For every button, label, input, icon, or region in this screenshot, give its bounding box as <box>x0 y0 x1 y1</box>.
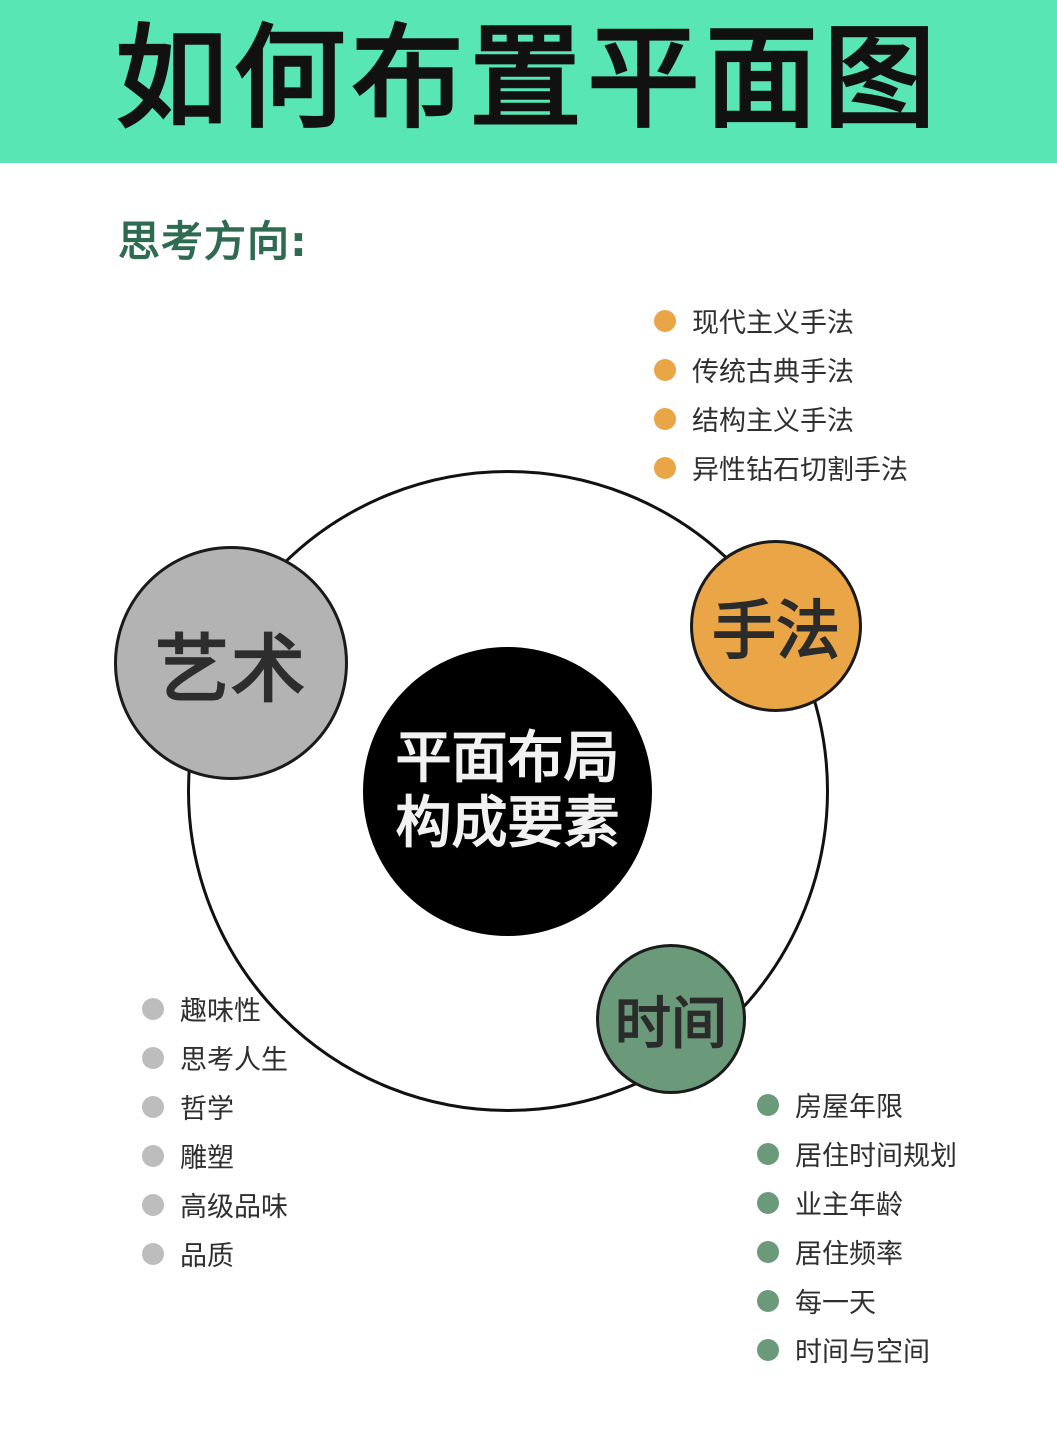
list-item-label: 思考人生 <box>180 1045 288 1076</box>
bullet-dot-icon <box>757 1289 779 1312</box>
center-label-line2: 构成要素 <box>395 790 620 856</box>
list-item: 思考人生 <box>142 1033 288 1082</box>
bullet-dot-icon <box>757 1142 779 1165</box>
list-item-label: 雕塑 <box>180 1143 234 1174</box>
list-item: 异性钻石切割手法 <box>654 443 908 492</box>
list-item: 传统古典手法 <box>654 345 908 394</box>
list-item: 每一天 <box>757 1276 957 1325</box>
center-label-line1: 平面布局 <box>395 726 620 792</box>
page-title: 如何布置平面图 <box>115 13 942 144</box>
list-item-label: 异性钻石切割手法 <box>692 455 908 486</box>
bullet-dot-icon <box>654 456 676 479</box>
list-item-label: 传统古典手法 <box>692 357 854 388</box>
bullet-dot-icon <box>142 1242 164 1265</box>
bullet-dot-icon <box>142 997 164 1020</box>
list-item-label: 结构主义手法 <box>692 406 854 437</box>
list-item: 现代主义手法 <box>654 296 908 345</box>
list-item-label: 每一天 <box>795 1288 876 1319</box>
list-item-label: 时间与空间 <box>795 1337 930 1368</box>
list-item-label: 品质 <box>180 1241 234 1272</box>
time-node: 时间 <box>596 944 746 1094</box>
list-item: 结构主义手法 <box>654 394 908 443</box>
list-item-label: 房屋年限 <box>795 1092 903 1123</box>
list-item: 时间与空间 <box>757 1325 957 1374</box>
list-item-label: 趣味性 <box>180 996 261 1027</box>
bullet-dot-icon <box>142 1046 164 1069</box>
bullet-dot-icon <box>142 1144 164 1167</box>
center-node: 平面布局 构成要素 <box>363 647 652 936</box>
list-item: 品质 <box>142 1229 288 1278</box>
list-item-label: 居住频率 <box>795 1239 903 1270</box>
bullet-dot-icon <box>757 1240 779 1263</box>
list-item-label: 高级品味 <box>180 1192 288 1223</box>
list-item: 房屋年限 <box>757 1080 957 1129</box>
orbit-ring <box>187 470 829 1112</box>
time-node-label: 时间 <box>615 991 727 1057</box>
list-item: 居住时间规划 <box>757 1129 957 1178</box>
header-banner: 如何布置平面图 <box>0 0 1057 163</box>
art-node: 艺术 <box>114 546 348 780</box>
bullet-dot-icon <box>654 358 676 381</box>
list-item-label: 哲学 <box>180 1094 234 1125</box>
bullet-dot-icon <box>757 1093 779 1116</box>
list-item-label: 居住时间规划 <box>795 1141 957 1172</box>
method-node-label: 手法 <box>712 595 840 669</box>
method-node: 手法 <box>690 540 862 712</box>
bullet-dot-icon <box>757 1191 779 1214</box>
list-item: 居住频率 <box>757 1227 957 1276</box>
bullet-dot-icon <box>757 1338 779 1361</box>
time-list: 房屋年限 居住时间规划 业主年龄 居住频率 每一天 时间与空间 <box>757 1080 957 1374</box>
list-item-label: 现代主义手法 <box>692 308 854 339</box>
list-item: 高级品味 <box>142 1180 288 1229</box>
list-item: 趣味性 <box>142 984 288 1033</box>
bullet-dot-icon <box>142 1095 164 1118</box>
list-item: 业主年龄 <box>757 1178 957 1227</box>
list-item-label: 业主年龄 <box>795 1190 903 1221</box>
art-list: 趣味性 思考人生 哲学 雕塑 高级品味 品质 <box>142 984 288 1278</box>
list-item: 哲学 <box>142 1082 288 1131</box>
bullet-dot-icon <box>142 1193 164 1216</box>
bullet-dot-icon <box>654 309 676 332</box>
art-node-label: 艺术 <box>155 626 307 713</box>
method-list: 现代主义手法 传统古典手法 结构主义手法 异性钻石切割手法 <box>654 296 908 492</box>
bullet-dot-icon <box>654 407 676 430</box>
section-subtitle: 思考方向: <box>118 217 308 266</box>
list-item: 雕塑 <box>142 1131 288 1180</box>
